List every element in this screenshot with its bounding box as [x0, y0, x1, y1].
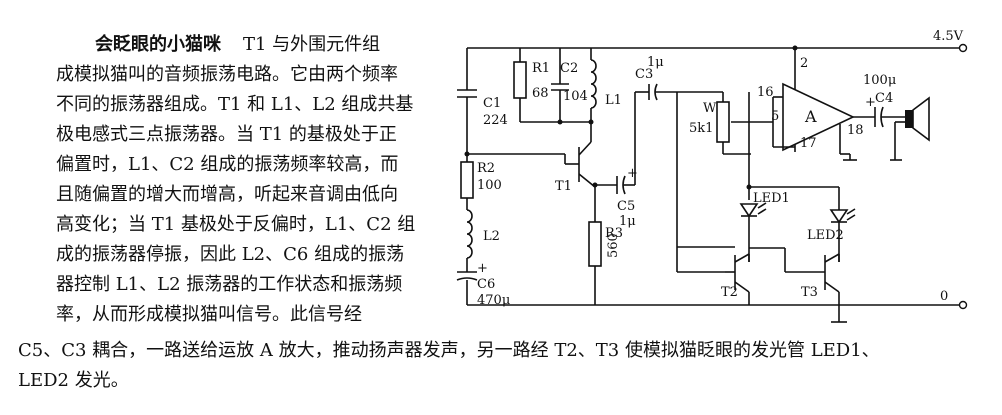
- resistor-r2: R2 100: [460, 154, 502, 210]
- paragraph-line-9: 器控制 L1、L2 振荡器的工作状态和振荡频: [56, 274, 403, 295]
- inductor-l2: L2: [466, 209, 500, 272]
- r1-name: R1: [532, 61, 550, 76]
- capacitor-c4: 100μ C4 +: [863, 73, 905, 128]
- capacitor-c1: C1 224: [457, 48, 508, 154]
- w-value: 5k1: [689, 121, 713, 136]
- c1-name: C1: [483, 96, 501, 111]
- paragraph-line-8: 成的振荡器停振，因此 L2、C6 组成的振荡: [56, 244, 405, 265]
- t3-label: T3: [801, 285, 818, 300]
- c2-value: 104: [563, 89, 588, 104]
- resistor-r1: R1 68: [513, 48, 550, 122]
- transistor-t1: T1: [555, 141, 596, 208]
- speaker-icon: [894, 96, 930, 160]
- pin-16: 16: [757, 85, 774, 100]
- w-name: W: [703, 101, 717, 116]
- paragraph-line-11: C5、C3 耦合，一路送给运放 A 放大，推动扬声器发声，另一路经 T2、T3 …: [18, 340, 880, 361]
- r3-name: R3: [605, 226, 623, 241]
- paragraph-title: 会眨眼的小猫咪: [95, 34, 221, 55]
- r1-value: 68: [532, 86, 549, 101]
- c4-name: C4: [875, 91, 893, 106]
- c6-value: 470μ: [477, 293, 510, 308]
- paragraph-line-12: LED2 发光。: [18, 370, 129, 391]
- led2-label: LED2: [807, 228, 844, 243]
- r2-name: R2: [477, 161, 495, 176]
- paragraph-line-6: 且随偏置的增大而增高，听起来音调由低向: [56, 184, 398, 205]
- c5-name: C5: [617, 199, 635, 214]
- pin-17: 17: [800, 136, 817, 151]
- transistor-t2: T2: [676, 246, 750, 305]
- c5-plus: +: [627, 166, 638, 181]
- c6-name: C6: [477, 277, 495, 292]
- supply-label: 4.5V: [933, 29, 964, 44]
- potentiometer-w: W 5k1: [676, 92, 773, 247]
- resistor-r3: R3 560: [588, 208, 623, 305]
- paragraph-line-7: 高变化；当 T1 基极处于反偏时，L1、C2 组: [56, 214, 416, 235]
- led1: LED1: [739, 92, 790, 262]
- paragraph-line-text: T1 与外围元件组: [243, 34, 381, 55]
- ground-rail: 0: [467, 289, 968, 310]
- paragraph-line-3: 不同的振荡器组成。T1 和 L1、L2 组成共基: [56, 94, 414, 115]
- capacitor-c6: + C6 470μ: [456, 261, 510, 308]
- l1-label: L1: [605, 93, 622, 108]
- pin-2: 2: [800, 56, 808, 71]
- paragraph-line-1: 会眨眼的小猫咪 T1 与外围元件组: [95, 30, 380, 60]
- t1-label: T1: [555, 179, 572, 194]
- capacitor-c5: C5 1μ +: [592, 122, 638, 229]
- paragraph-line-5: 偏置时，L1、C2 组成的振荡频率较高，而: [56, 154, 399, 175]
- circuit-schematic: 4.5V 0 C1 224 R1 68 C2 104: [456, 29, 968, 323]
- c2-name: C2: [560, 61, 578, 76]
- transistor-t3: T3: [749, 247, 847, 323]
- c4-plus: +: [865, 95, 876, 110]
- opamp-label: A: [804, 107, 817, 126]
- led2: LED2: [749, 186, 856, 262]
- c5-value: 1μ: [619, 214, 636, 229]
- l2-label: L2: [483, 229, 500, 244]
- c4-value: 100μ: [863, 73, 896, 88]
- r2-value: 100: [477, 178, 502, 193]
- capacitor-c2: C2 104: [551, 48, 588, 122]
- ground-label: 0: [940, 289, 948, 304]
- capacitor-c3: C3 1μ: [634, 55, 723, 122]
- supply-rail: 4.5V: [467, 29, 968, 53]
- c3-value: 1μ: [647, 55, 664, 70]
- inductor-l1: L1: [520, 48, 622, 142]
- paragraph-line-10: 率，从而形成模拟猫叫信号。此信号经: [56, 304, 362, 325]
- t2-label: T2: [721, 285, 738, 300]
- c1-value: 224: [483, 113, 508, 128]
- paragraph-line-4: 极电感式三点振荡器。当 T1 的基极处于正: [56, 124, 397, 145]
- led1-label: LED1: [753, 191, 790, 206]
- pin-5: 5: [771, 109, 779, 124]
- r3-value: 560: [606, 233, 621, 258]
- c3-name: C3: [635, 67, 653, 82]
- paragraph-line-2: 成模拟猫叫的音频振荡电路。它由两个频率: [56, 64, 398, 85]
- pin-18: 18: [847, 123, 864, 138]
- opamp-a: A 2 16 5 17 18: [757, 45, 875, 155]
- c6-plus: +: [477, 261, 488, 276]
